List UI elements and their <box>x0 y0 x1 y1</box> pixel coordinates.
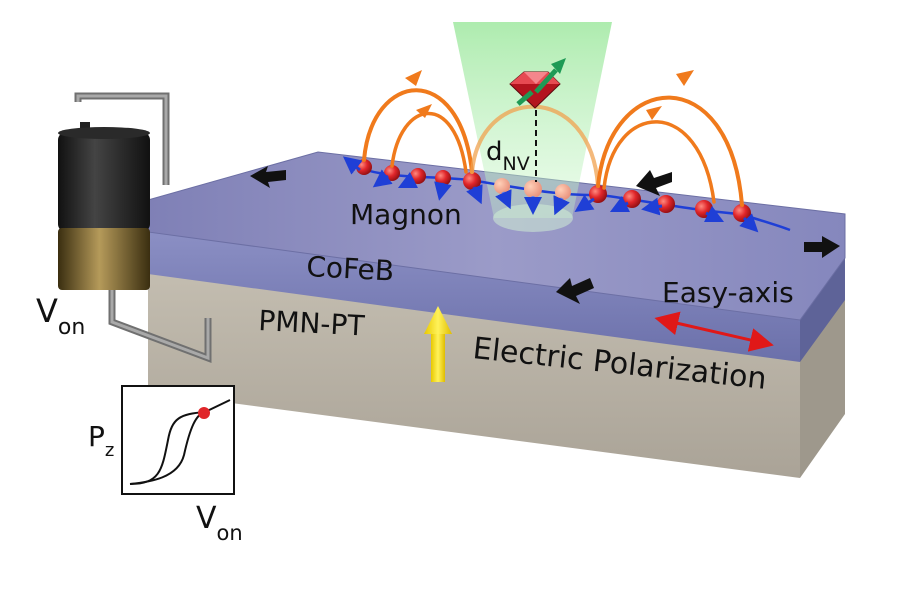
nv-spin-arrow <box>534 68 558 94</box>
spin <box>372 165 400 188</box>
label-magnon: Magnon <box>350 198 462 231</box>
spin <box>434 170 452 201</box>
voltage-source <box>58 92 212 364</box>
inset-x-label: Von <box>196 501 243 545</box>
spin <box>695 200 725 223</box>
spin <box>342 156 372 175</box>
laser-spot <box>493 204 573 232</box>
polarization-arrow <box>424 306 452 382</box>
spin <box>733 204 759 233</box>
label-von: Von <box>36 292 85 340</box>
magnon-spin-chain <box>342 156 759 233</box>
spin-faint <box>553 184 571 216</box>
operating-point <box>198 407 210 419</box>
label-easy-axis: Easy-axis <box>662 276 794 309</box>
arrow-front <box>556 278 594 304</box>
spin <box>397 168 426 189</box>
film-front-face <box>148 232 800 362</box>
label-von-main: V <box>36 292 58 330</box>
spin-faint <box>494 178 512 210</box>
arrow-left <box>250 166 286 188</box>
spin-faint <box>524 180 542 215</box>
inset-x-sub: on <box>217 521 243 545</box>
label-pmn-pt: PMN-PT <box>258 304 367 343</box>
field-line <box>602 120 716 204</box>
inset-frame <box>121 385 235 495</box>
label-dnv-main: d <box>486 137 503 167</box>
label-cofeb: CoFeB <box>306 250 395 288</box>
inset-y-main: P <box>88 420 105 453</box>
label-dnv: dNV <box>486 137 530 175</box>
hysteresis-branch-lower <box>129 411 206 485</box>
battery-icon <box>58 132 150 232</box>
arrow-right <box>804 236 840 258</box>
label-dnv-sub: NV <box>503 153 530 175</box>
magnetization-arrows <box>250 166 840 304</box>
spin <box>463 172 483 205</box>
laser-beam <box>453 22 612 218</box>
field-line <box>596 95 744 207</box>
field-line <box>390 111 468 174</box>
label-von-sub: on <box>58 315 85 340</box>
inset-y-sub: z <box>105 440 114 461</box>
inset-x-main: V <box>196 501 217 536</box>
field-line <box>362 88 474 174</box>
inset-y-label: Pz <box>88 420 114 461</box>
spin <box>574 185 607 212</box>
nv-center <box>509 58 566 182</box>
arrow-upper <box>636 170 672 196</box>
spin <box>609 190 641 213</box>
spin <box>641 195 675 216</box>
easy-axis-arrow <box>654 311 774 352</box>
cofeb-film <box>147 151 846 362</box>
hysteresis-inset: Pz Von <box>88 385 243 545</box>
film-side-face <box>800 258 845 362</box>
